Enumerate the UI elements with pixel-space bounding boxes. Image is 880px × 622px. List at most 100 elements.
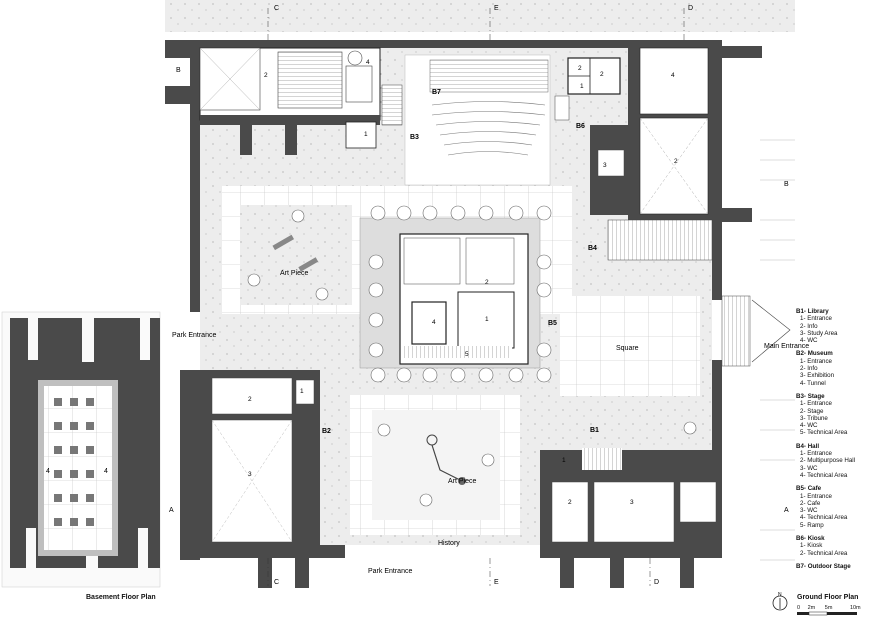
svg-text:3: 3 (603, 162, 607, 169)
legend-item: 3- WC (800, 464, 818, 472)
tag-b5: B5 (548, 320, 557, 327)
building-b2 (200, 370, 320, 550)
legend-group-title: B5- Cafe (796, 485, 822, 493)
legend-item: 2- Info (800, 322, 818, 330)
svg-text:3: 3 (248, 471, 252, 478)
legend-group-title: B3- Stage (796, 392, 825, 400)
scale-tick-10m: 10m (849, 605, 861, 611)
room-numbers: 2 4 1 2 2 1 4 2 3 2 4 1 5 2 1 3 2 3 1 (248, 59, 678, 506)
svg-text:4: 4 (671, 72, 675, 79)
legend-item: 1- Kiosk (800, 542, 823, 550)
caption-ground: Ground Floor Plan (797, 594, 859, 601)
legend-item: 5- Ramp (800, 521, 824, 529)
section-mark-c-top: C (274, 5, 279, 12)
main-entrance-ramp (721, 295, 791, 367)
tag-b6: B6 (576, 123, 585, 130)
section-mark-b-right: B (784, 181, 789, 188)
art-piece-north-objects (272, 234, 319, 272)
svg-text:4: 4 (366, 59, 370, 66)
svg-text:2: 2 (248, 396, 252, 403)
street-band (165, 0, 795, 32)
basement-room-4-left: 4 (46, 468, 50, 475)
label-art-piece-south: Art Piece (448, 478, 477, 485)
legend-item: 2- Stage (800, 407, 824, 415)
svg-text:1: 1 (300, 388, 304, 395)
svg-text:1: 1 (562, 457, 566, 464)
scale-ticks: 0 2m 5m 10m (797, 605, 861, 611)
tag-b2: B2 (322, 428, 331, 435)
svg-text:2: 2 (485, 279, 489, 286)
legend-item: 4- WC (800, 422, 818, 430)
legend-item: 5- Technical Area (800, 429, 848, 437)
section-mark-a-left: A (169, 507, 174, 514)
svg-text:5: 5 (465, 351, 469, 358)
section-mark-d-top: D (688, 5, 693, 12)
label-park-entrance-left: Park Entrance (172, 332, 216, 339)
legend-item: 3- Tribune (800, 414, 828, 422)
svg-text:2: 2 (600, 71, 604, 78)
section-lines (267, 8, 685, 586)
building-b5 (359, 217, 541, 369)
building-b3 (199, 47, 403, 155)
legend-group-title: B2- Museum (796, 350, 833, 358)
legend-item: 1- Entrance (800, 357, 832, 365)
place-labels: Art Piece Art Piece Square History Park … (172, 270, 809, 575)
svg-text:1: 1 (485, 316, 489, 323)
tag-b3: B3 (410, 134, 419, 141)
legend-group-title: B1- Library (796, 308, 829, 315)
svg-text:1: 1 (364, 131, 368, 138)
legend-item: 1- Entrance (800, 315, 832, 323)
legend-item: 2- Cafe (800, 499, 821, 507)
svg-text:2: 2 (674, 158, 678, 165)
legend-item: 2- Info (800, 365, 818, 373)
legend-item: 1- Entrance (800, 492, 832, 500)
section-markers: B B A A C C E E D D (169, 5, 789, 586)
svg-text:2: 2 (568, 499, 572, 506)
legend-group-title: B7- Outdoor Stage (796, 562, 851, 570)
label-square: Square (616, 345, 639, 352)
building-b4 (590, 40, 720, 261)
label-history: History (438, 540, 460, 547)
legend-item: 4- WC (800, 337, 818, 345)
basement-plan: 4 4 (1, 311, 161, 588)
section-mark-e-bottom: E (494, 579, 499, 586)
legend-item: 3- Exhibition (800, 372, 835, 380)
label-art-piece-north: Art Piece (280, 270, 309, 277)
svg-text:1: 1 (580, 83, 584, 90)
section-mark-e-top: E (494, 5, 499, 12)
basement-room-4-right: 4 (104, 468, 108, 475)
legend-item: 4- Technical Area (800, 514, 848, 522)
tag-b7: B7 (432, 89, 441, 96)
legend-item: 1- Entrance (800, 450, 832, 458)
legend-item: 3- Study Area (800, 329, 838, 337)
svg-text:2: 2 (578, 65, 582, 72)
building-b6 (554, 57, 621, 121)
building-b1 (540, 448, 722, 550)
caption-basement: Basement Floor Plan (86, 594, 156, 601)
square-paving (560, 296, 700, 396)
legend-item: 4- Technical Area (800, 471, 848, 479)
building-tags: B3 B7 B6 B4 B5 B2 B1 (322, 89, 599, 435)
legend-item: 1- Entrance (800, 400, 832, 408)
label-main-entrance: Main Entrance (764, 343, 809, 350)
legend-group-title: B4- Hall (796, 442, 820, 450)
legend-item: 4- Tunnel (800, 379, 826, 387)
tag-b4: B4 (588, 245, 597, 252)
svg-text:2: 2 (264, 72, 268, 79)
legend-group: B7- Outdoor Stage (796, 563, 880, 570)
art-lawn-south (372, 410, 500, 520)
section-mark-c-bottom: C (274, 579, 279, 586)
legend-item: 3- WC (800, 507, 818, 515)
outdoor-stage-b7 (404, 54, 551, 186)
svg-text:4: 4 (432, 319, 436, 326)
svg-text:3: 3 (630, 499, 634, 506)
legend-item: 2- Technical Area (800, 549, 848, 557)
label-park-entrance-bottom: Park Entrance (368, 568, 412, 575)
parking-lines (760, 139, 795, 561)
